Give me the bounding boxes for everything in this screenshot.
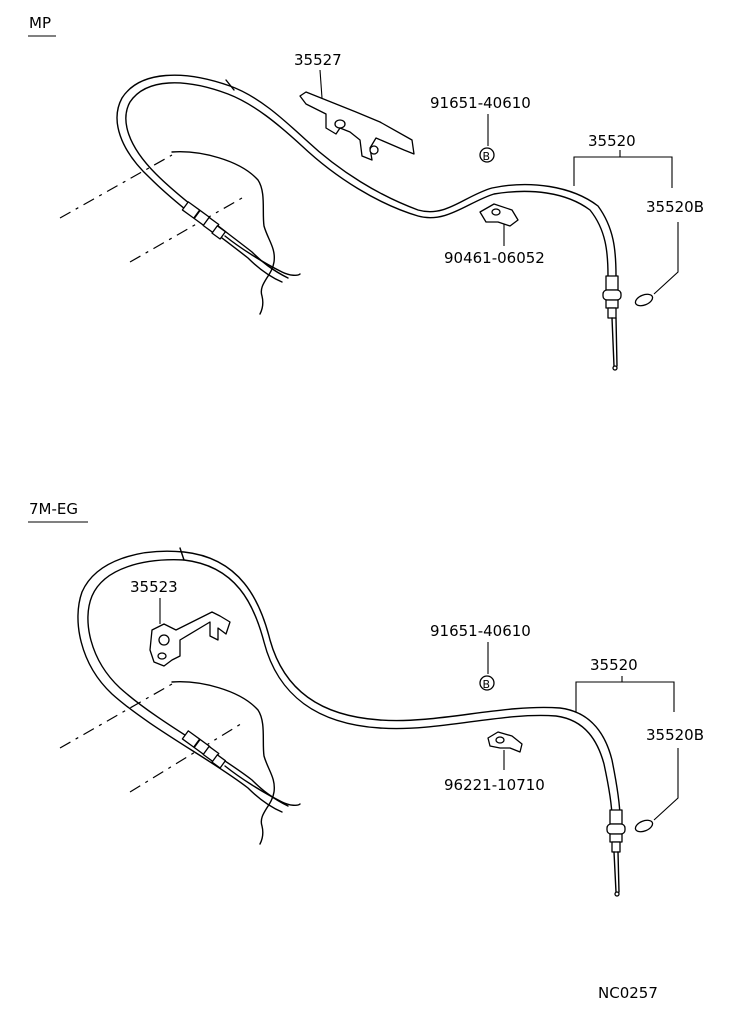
cable-end-fitting-right-2: [606, 809, 626, 897]
section-mp: MP: [28, 14, 704, 371]
label-96221-10710: 96221-10710: [444, 776, 545, 794]
label-35520b-7m-eg: 35520B: [646, 726, 704, 744]
bracket-35523-drawing: [149, 611, 231, 667]
label-35523: 35523: [130, 578, 178, 596]
label-90461-06052: 90461-06052: [444, 249, 545, 267]
diagram-code: NC0257: [598, 984, 658, 1002]
clip-96221-10710-drawing: [487, 731, 523, 753]
cable-end-fitting-left: [181, 201, 301, 277]
bolt-marker-letter-2: B: [483, 678, 491, 691]
cable-end-fitting-right: [602, 275, 622, 371]
bolt-marker-letter: B: [483, 150, 491, 163]
variant-label-7m-eg: 7M-EG: [29, 500, 78, 518]
label-35520-mp: 35520: [588, 132, 636, 150]
retainer-ring-icon: [634, 293, 654, 307]
label-91651-40610-7m-eg: 91651-40610: [430, 622, 531, 640]
retainer-ring-icon-2: [634, 819, 654, 833]
cable-end-fitting-left-2: [181, 730, 301, 807]
label-35520-7m-eg: 35520: [590, 656, 638, 674]
section-7m-eg: 7M-EG: [28, 500, 704, 897]
vehicle-body-outline: [59, 151, 276, 315]
clip-90461-06052-drawing: [479, 203, 519, 227]
transmission-control-cable: [116, 74, 622, 371]
vehicle-body-outline-2: [59, 681, 276, 845]
bracket-35527-drawing: [299, 91, 415, 161]
label-91651-40610-mp: 91651-40610: [430, 94, 531, 112]
transmission-control-cable-2: [77, 547, 626, 897]
variant-label-mp: MP: [29, 14, 51, 32]
bolt-marker-icon-2: B: [479, 675, 495, 691]
bolt-marker-icon: B: [479, 147, 495, 163]
label-35527: 35527: [294, 51, 342, 69]
label-35520b-mp: 35520B: [646, 198, 704, 216]
